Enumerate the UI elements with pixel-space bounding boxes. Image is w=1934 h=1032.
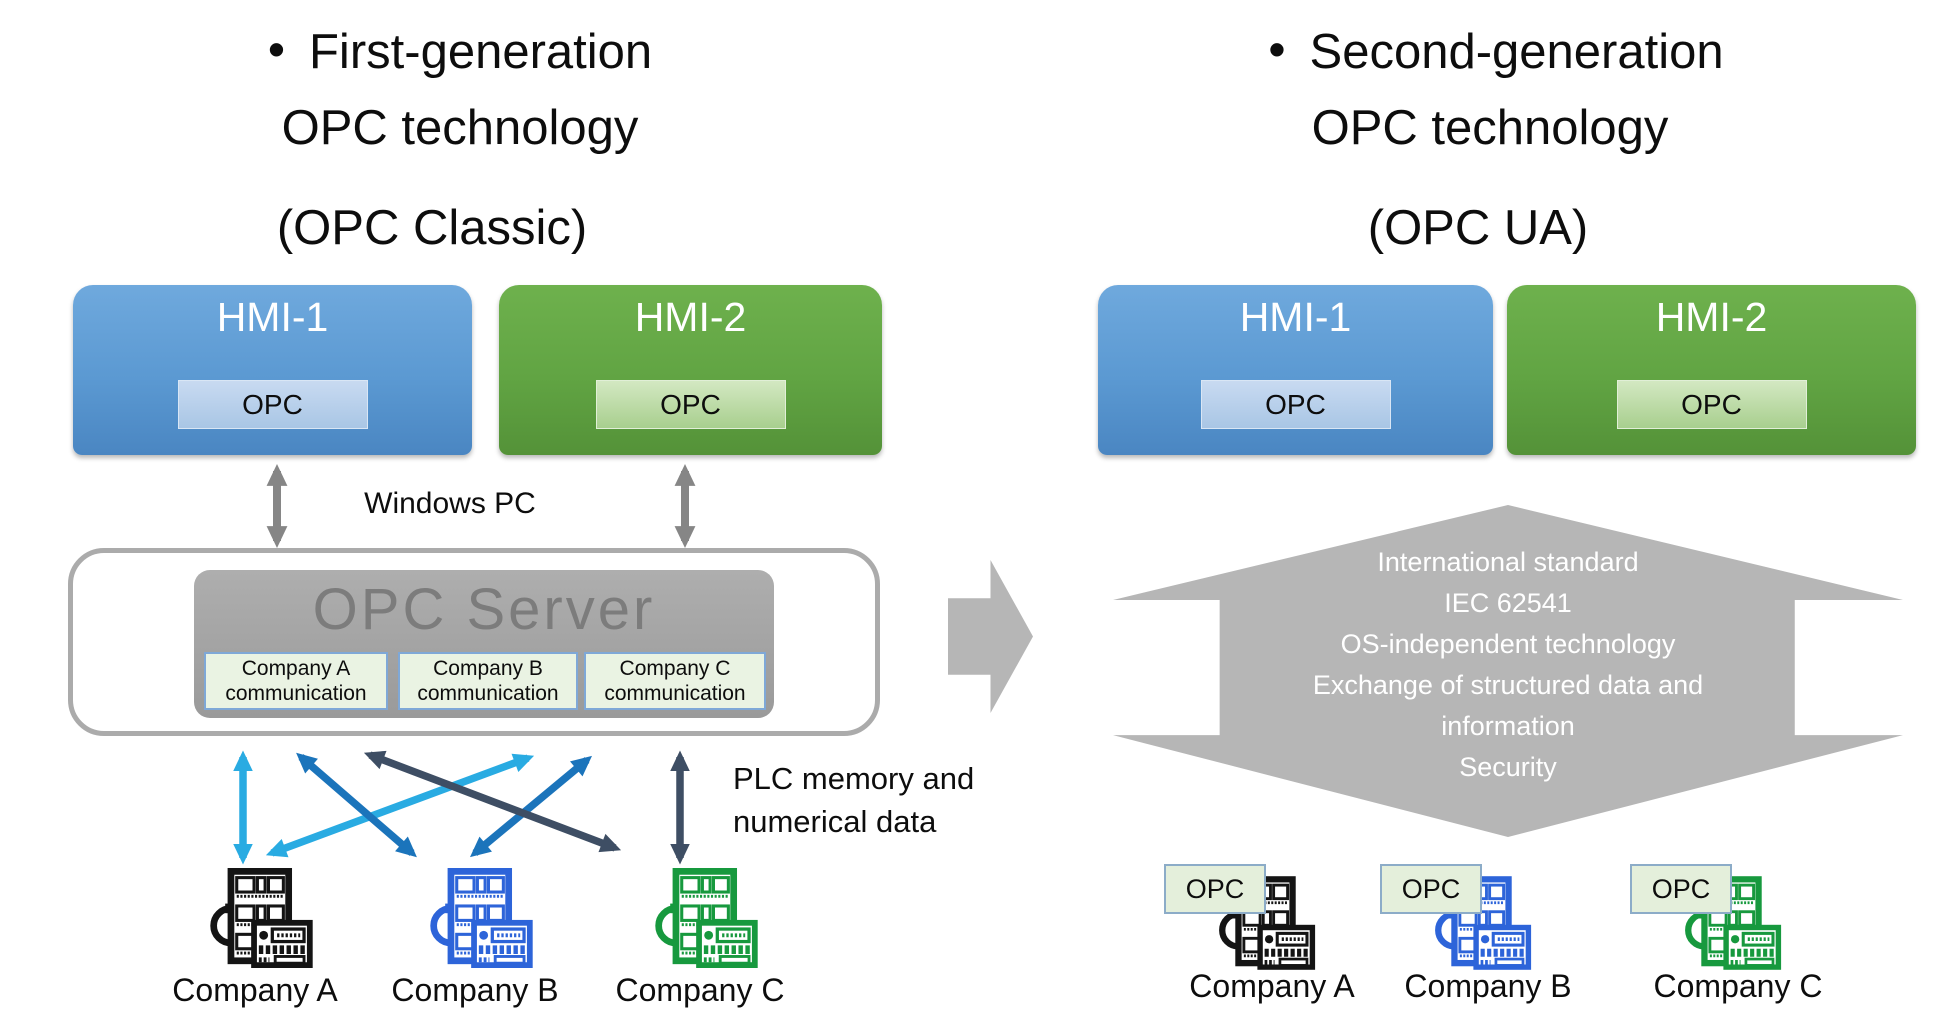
comm-b-line2: communication xyxy=(417,682,559,705)
banner-line-5: information xyxy=(1441,711,1575,741)
comm-a-line1: Company A xyxy=(241,657,351,680)
banner-text-block: International standard IEC 62541 OS-inde… xyxy=(1113,505,1903,788)
left-title-line1: • First-generation xyxy=(180,22,740,82)
left-title-text1: First-generation xyxy=(309,25,653,79)
hmi2-server-double-arrow-icon xyxy=(674,464,696,548)
right-company-b-label: Company B xyxy=(1404,968,1572,1004)
right-hmi2-label: HMI-2 xyxy=(1655,294,1768,340)
transition-right-arrow-icon xyxy=(948,560,1033,713)
comm-c-line1: Company C xyxy=(619,657,731,680)
right-company-a-opc-badge: OPC xyxy=(1164,864,1266,914)
banner-line-3: OS-independent technology xyxy=(1340,629,1676,659)
right-company-b-group: OPC Company B xyxy=(1380,864,1588,1010)
company-b-plc-icon xyxy=(416,868,534,968)
right-company-c-opc-badge: OPC xyxy=(1630,864,1732,914)
opc-ua-banner-arrow: International standard IEC 62541 OS-inde… xyxy=(1113,505,1903,837)
left-title-line2: OPC technology xyxy=(281,101,639,155)
right-company-a-label: Company A xyxy=(1189,968,1355,1004)
left-hmi1-box: HMI-1 OPC xyxy=(73,285,472,455)
comm-b-line1: Company B xyxy=(433,657,543,680)
left-company-b-group: Company B xyxy=(385,868,565,1009)
left-company-a-group: Company A xyxy=(165,868,345,1009)
banner-line-4: Exchange of structured data and xyxy=(1312,670,1704,700)
company-b-label: Company B xyxy=(391,972,559,1008)
comm-a-line2: communication xyxy=(225,682,367,705)
left-title-line3: (OPC Classic) xyxy=(276,201,588,255)
company-c-label: Company C xyxy=(615,972,785,1008)
comm-module-company-a: Company A communication xyxy=(204,652,388,710)
comm-module-company-b: Company B communication xyxy=(398,652,578,710)
right-hmi2-opc-chip: OPC xyxy=(1616,380,1807,429)
left-hmi1-opc-chip: OPC xyxy=(177,380,368,429)
right-company-c-label: Company C xyxy=(1653,968,1823,1004)
banner-line-2: IEC 62541 xyxy=(1444,588,1572,618)
hmi1-server-double-arrow-icon xyxy=(266,464,288,548)
left-company-c-group: Company C xyxy=(610,868,790,1009)
plc-note-line1: PLC memory and xyxy=(733,761,975,796)
comm-module-company-c: Company C communication xyxy=(584,652,766,710)
right-hmi1-label: HMI-1 xyxy=(1239,294,1352,340)
plc-note-line2: numerical data xyxy=(733,804,937,839)
left-hmi1-label: HMI-1 xyxy=(216,294,329,340)
company-a-label: Company A xyxy=(172,972,338,1008)
right-company-c-group: OPC Company C xyxy=(1630,864,1838,1010)
plc-memory-note: PLC memory and numerical data xyxy=(733,757,974,843)
comm-c-line2: communication xyxy=(604,682,746,705)
right-hmi1-box: HMI-1 OPC xyxy=(1098,285,1493,455)
right-title-line2: OPC technology xyxy=(1311,101,1669,155)
server-plc-crossing-arrows xyxy=(233,750,690,865)
right-title-line3: (OPC UA) xyxy=(1367,201,1589,255)
right-hmi1-opc-chip: OPC xyxy=(1200,380,1391,429)
banner-line-1: International standard xyxy=(1377,547,1639,577)
right-title-line1: • Second-generation xyxy=(1190,22,1802,82)
right-title-bullet: • xyxy=(1268,23,1286,77)
right-hmi2-box: HMI-2 OPC xyxy=(1507,285,1916,455)
right-company-a-group: OPC Company A xyxy=(1164,864,1372,1010)
left-hmi2-label: HMI-2 xyxy=(634,294,747,340)
company-a-plc-icon xyxy=(196,868,314,968)
opc-server-title: OPC Server xyxy=(312,577,656,642)
left-hmi2-box: HMI-2 OPC xyxy=(499,285,882,455)
left-title-bullet: • xyxy=(267,23,285,77)
company-c-plc-icon xyxy=(641,868,759,968)
right-title-text1: Second-generation xyxy=(1309,25,1724,79)
windows-pc-label: Windows PC xyxy=(364,487,536,520)
banner-line-6: Security xyxy=(1459,752,1557,782)
right-company-b-opc-badge: OPC xyxy=(1380,864,1482,914)
left-hmi2-opc-chip: OPC xyxy=(595,380,786,429)
